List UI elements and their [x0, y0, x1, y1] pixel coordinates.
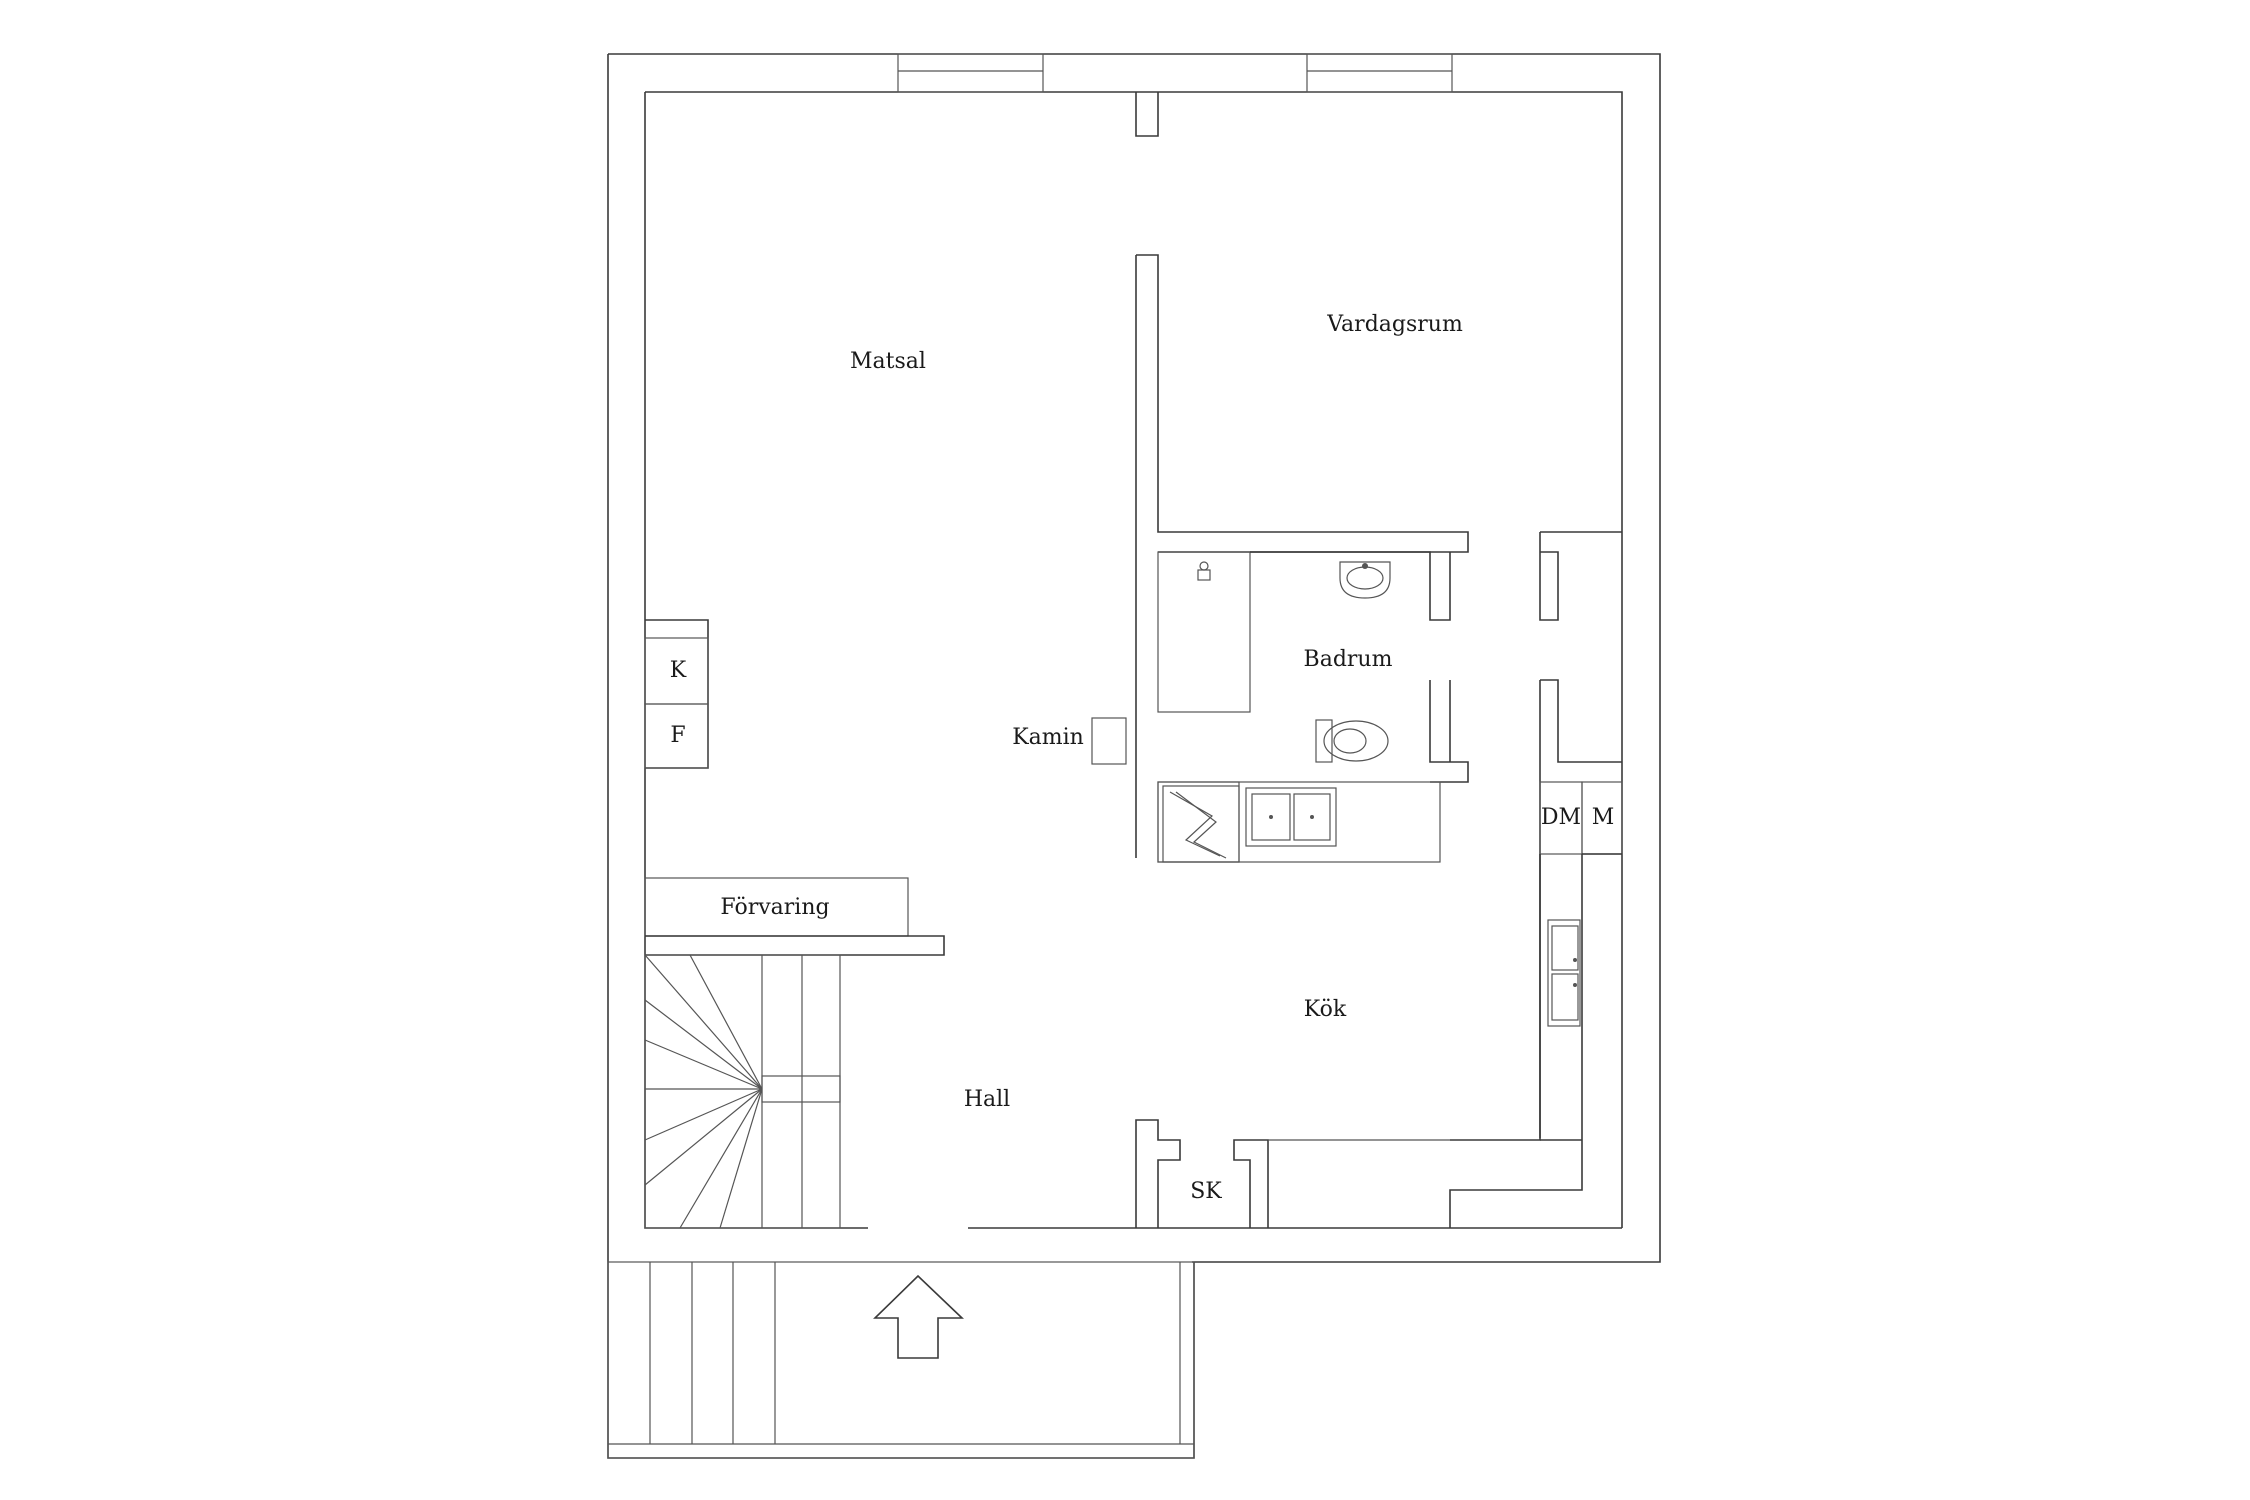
kitchen-counter-right — [1449, 781, 1623, 1228]
shower-head-icon — [1197, 561, 1211, 581]
label-matsal: Matsal — [850, 349, 926, 374]
label-forvaring: Förvaring — [720, 895, 829, 920]
kitchen-counter-upper — [1157, 781, 1441, 863]
center-wall — [1136, 254, 1469, 553]
stove-icon — [1169, 791, 1221, 857]
sink-icon — [1245, 787, 1337, 847]
label-vardagsrum: Vardagsrum — [1326, 312, 1463, 337]
entrance-arrow-icon — [873, 1274, 964, 1359]
toilet-icon — [1315, 719, 1389, 763]
label-badrum: Badrum — [1304, 647, 1393, 672]
closets-k-f — [644, 619, 709, 769]
label-sk: SK — [1190, 1179, 1222, 1204]
label-k: K — [670, 658, 687, 683]
bathroom-walls — [1157, 531, 1622, 1138]
terrace — [607, 1261, 1195, 1459]
sk-closet — [1135, 1119, 1450, 1228]
staircase-icon — [644, 954, 841, 1229]
label-kamin: Kamin — [1012, 725, 1084, 750]
label-hall: Hall — [964, 1087, 1010, 1112]
label-f: F — [670, 723, 685, 748]
outer-walls — [607, 53, 1661, 1459]
top-partition — [1135, 92, 1159, 137]
label-m: M — [1592, 805, 1615, 830]
kamin-icon — [1091, 717, 1127, 765]
windows — [897, 53, 1453, 93]
label-dm: DM — [1541, 805, 1581, 830]
label-kok: Kök — [1304, 997, 1347, 1022]
sink-icon — [1547, 919, 1581, 1027]
washbasin-icon — [1339, 561, 1391, 599]
